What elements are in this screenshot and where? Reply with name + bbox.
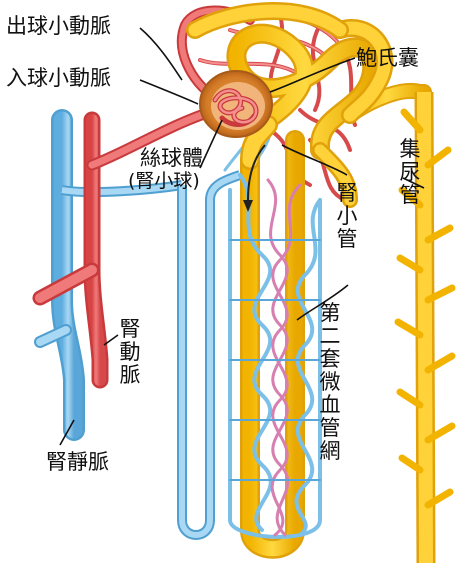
renal-artery-label: 腎動脈 [119,317,141,387]
renal-vein-vessels [34,109,242,540]
afferent-arteriole-label: 入球小動脈 [6,66,111,90]
collecting-duct-label: 集尿管 [399,137,421,207]
collecting-duct [342,82,456,563]
second-capillary-network-label: 第二套微血管網 [319,301,341,463]
glomerulus-label: 絲球體 [140,146,203,170]
renal-tubule-convoluted [186,2,394,208]
renal-vein-label: 腎靜脈 [46,450,109,474]
leader-lines [59,27,425,446]
renal-tubule-label: 腎小管 [336,181,358,251]
bowmans-capsule-label: 鮑氏囊 [356,46,419,70]
glomerulus-sublabel: (腎小球) [128,170,200,192]
glomerulus-shape [212,88,259,127]
efferent-arteriole-label: 出球小動脈 [6,14,111,38]
second-capillary-network [228,173,322,539]
bowmans-capsule-shape [199,70,273,138]
flow-arrow-descending [243,144,266,212]
renal-artery-vessels [32,106,216,389]
